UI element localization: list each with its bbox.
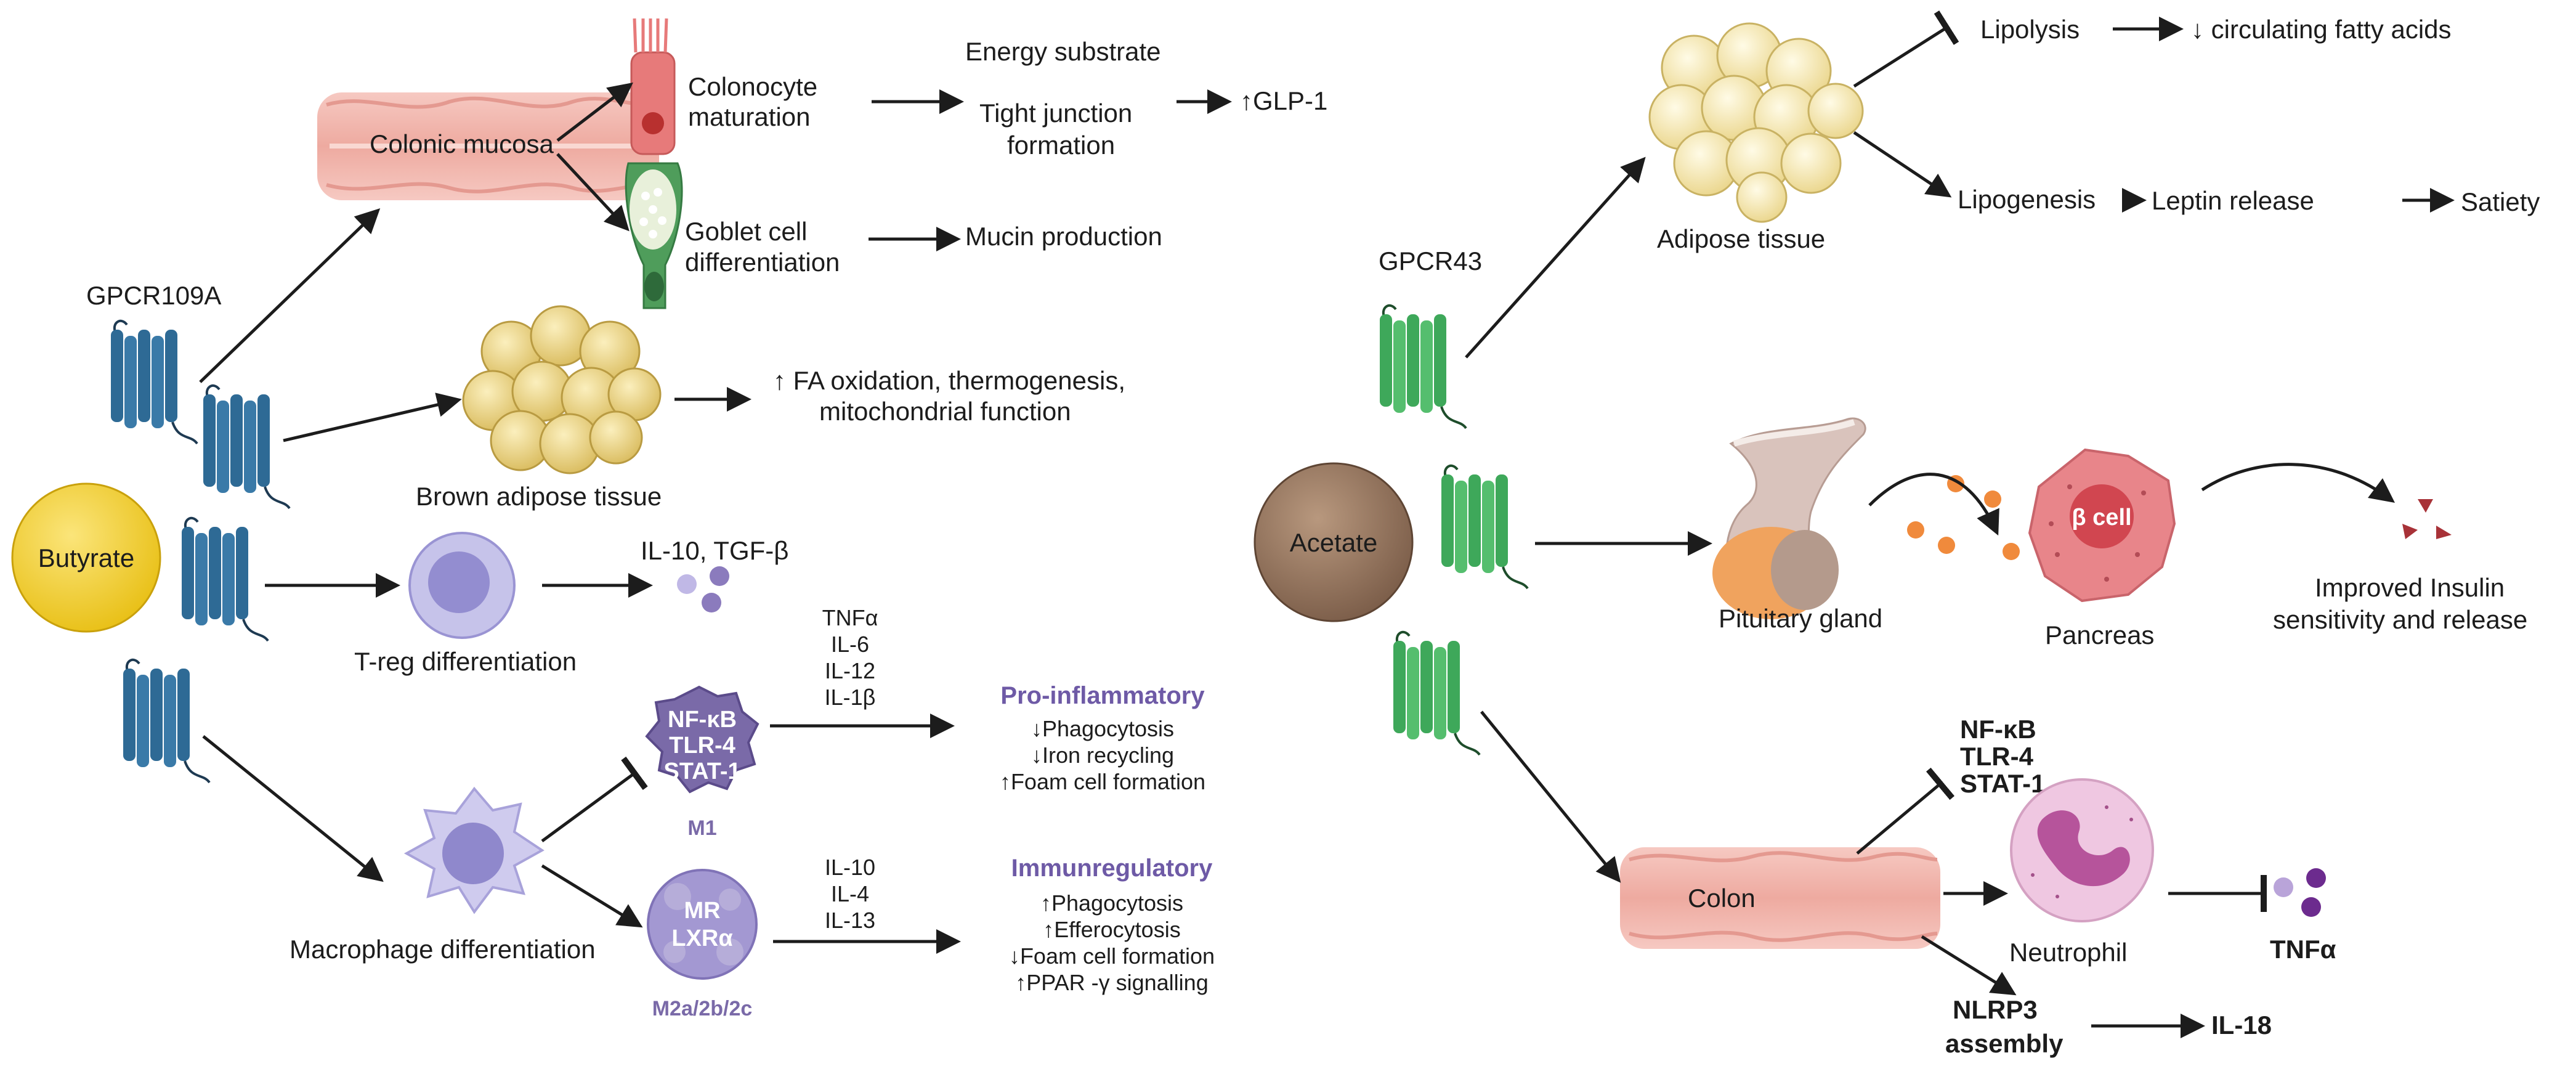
goblet-cell-illustration	[625, 162, 683, 309]
immuno-effect-efferocytosis: ↑Efferocytosis	[1043, 917, 1180, 942]
insulin-triangles-icon	[2402, 499, 2452, 539]
m2-lxra-label: LXRα	[671, 926, 732, 951]
acetate-label: Acetate	[1290, 528, 1377, 557]
butyrate-molecule: Butyrate	[11, 482, 161, 633]
goblet-label-line2: differentiation	[685, 248, 840, 277]
pro-effect-foam: ↑Foam cell formation	[1000, 769, 1205, 794]
colon-illustration	[1620, 847, 1940, 949]
m1-cytokine-il12: IL-12	[825, 658, 875, 683]
adipose-tissue-illustration	[1648, 22, 1864, 223]
immuno-effect-foam: ↓Foam cell formation	[1009, 943, 1215, 969]
lipogenesis-label: Lipogenesis	[1958, 185, 2096, 214]
fa-oxidation-line2: mitochondrial function	[819, 397, 1071, 426]
gpcr43-label: GPCR43	[1379, 246, 1482, 275]
gpcr109a-receptor-icon	[122, 658, 211, 784]
gpcr109a-receptor-icon	[202, 384, 291, 510]
pro-effect-phagocytosis: ↓Phagocytosis	[1031, 716, 1174, 741]
colonocyte-label-line2: maturation	[688, 102, 810, 131]
macrophage-label: Macrophage differentiation	[290, 935, 596, 964]
m1-cell-illustration	[645, 685, 759, 794]
gpcr109a-receptor-icon	[180, 516, 269, 642]
m2-cell-illustration	[647, 869, 758, 980]
pancreas-label: Pancreas	[2045, 620, 2154, 649]
colon-label: Colon	[1688, 884, 1756, 913]
tight-junction-label-line1: Tight junction	[979, 99, 1132, 128]
m2-cytokine-il10: IL-10	[825, 855, 875, 880]
immuno-effect-phagocytosis: ↑Phagocytosis	[1040, 890, 1183, 916]
colon-stat1-label: STAT-1	[1960, 769, 2045, 798]
m1-cytokine-il1b: IL-1β	[825, 685, 876, 710]
gpcr43-receptor-icon	[1392, 630, 1481, 756]
neutrophil-label: Neutrophil	[2009, 938, 2127, 967]
tnfa-dots-icon	[2274, 868, 2326, 917]
m1-nfkb-label: NF-κB	[668, 707, 737, 733]
il18-label: IL-18	[2211, 1011, 2272, 1039]
adipose-tissue-label: Adipose tissue	[1657, 224, 1825, 253]
colon-tlr4-label: TLR-4	[1960, 742, 2034, 771]
colonocyte-illustration	[630, 18, 676, 155]
fatty-acids-label: ↓ circulating fatty acids	[2191, 15, 2452, 44]
hormone-dots-icon	[1907, 475, 2020, 560]
brown-adipose-illustration	[462, 305, 662, 474]
acetate-molecule: Acetate	[1254, 462, 1414, 622]
m1-cytokine-tnfa: TNFα	[822, 605, 878, 630]
immunregulatory-label: Immunregulatory	[1011, 855, 1213, 882]
energy-substrate-label: Energy substrate	[965, 37, 1161, 66]
satiety-label: Satiety	[2461, 187, 2540, 216]
butyrate-arrows	[199, 82, 1232, 954]
pituitary-label: Pituitary gland	[1719, 604, 1882, 633]
gpcr43-receptor-icon	[1379, 304, 1467, 429]
colonocyte-label-line1: Colonocyte	[688, 72, 817, 101]
gpcr109a-label: GPCR109A	[86, 281, 221, 310]
beta-cell-illustration	[2028, 448, 2176, 603]
gpcr109a-receptor-icon	[110, 319, 198, 445]
m2-cytokine-il13: IL-13	[825, 908, 875, 933]
mucin-label: Mucin production	[965, 222, 1162, 251]
colon-nfkb-label: NF-κB	[1960, 715, 2036, 744]
goblet-label-line1: Goblet cell	[685, 217, 807, 246]
lipolysis-label: Lipolysis	[1980, 15, 2080, 44]
cytokine-dots-icon	[677, 566, 729, 612]
beta-cell-label: β cell	[2072, 505, 2131, 531]
treg-label: T-reg differentiation	[354, 647, 577, 676]
insulin-label-line1: Improved Insulin	[2315, 573, 2505, 602]
nlrp3-label-line2: assembly	[1945, 1029, 2064, 1058]
pro-effect-iron: ↓Iron recycling	[1031, 742, 1174, 768]
m1-cytokine-il6: IL-6	[831, 632, 869, 657]
acetate-arrows	[1465, 10, 2455, 1038]
nlrp3-label-line1: NLRP3	[1953, 995, 2038, 1024]
butyrate-label: Butyrate	[38, 543, 134, 572]
gpcr43-receptor-icon	[1440, 464, 1529, 590]
m2-cytokine-il4: IL-4	[831, 881, 869, 906]
macrophage-illustration	[403, 786, 545, 914]
brown-adipose-label: Brown adipose tissue	[416, 482, 662, 511]
m1-stat1-label: STAT-1	[663, 759, 740, 784]
m2-mr-label: MR	[684, 898, 720, 924]
m1-tlr4-label: TLR-4	[669, 733, 735, 759]
leptin-label: Leptin release	[2152, 186, 2314, 215]
fa-oxidation-line1: ↑ FA oxidation, thermogenesis,	[773, 366, 1125, 395]
m1-label: M1	[687, 816, 716, 840]
tight-junction-label-line2: formation	[1007, 131, 1115, 160]
il10-tgf-label: IL-10, TGF-β	[641, 536, 788, 565]
pituitary-gland-illustration	[1712, 417, 1866, 619]
colonic-mucosa-label: Colonic mucosa	[370, 129, 554, 158]
neutrophil-illustration	[2010, 778, 2154, 922]
treg-cell-illustration	[408, 532, 516, 639]
tnfa-label: TNFα	[2270, 935, 2336, 964]
immuno-effect-ppar: ↑PPAR -γ signalling	[1015, 970, 1208, 995]
m2-label: M2a/2b/2c	[652, 997, 753, 1020]
insulin-label-line2: sensitivity and release	[2273, 605, 2527, 634]
glp1-label: ↑GLP-1	[1240, 86, 1327, 115]
pro-inflammatory-label: Pro-inflammatory	[1000, 682, 1205, 709]
